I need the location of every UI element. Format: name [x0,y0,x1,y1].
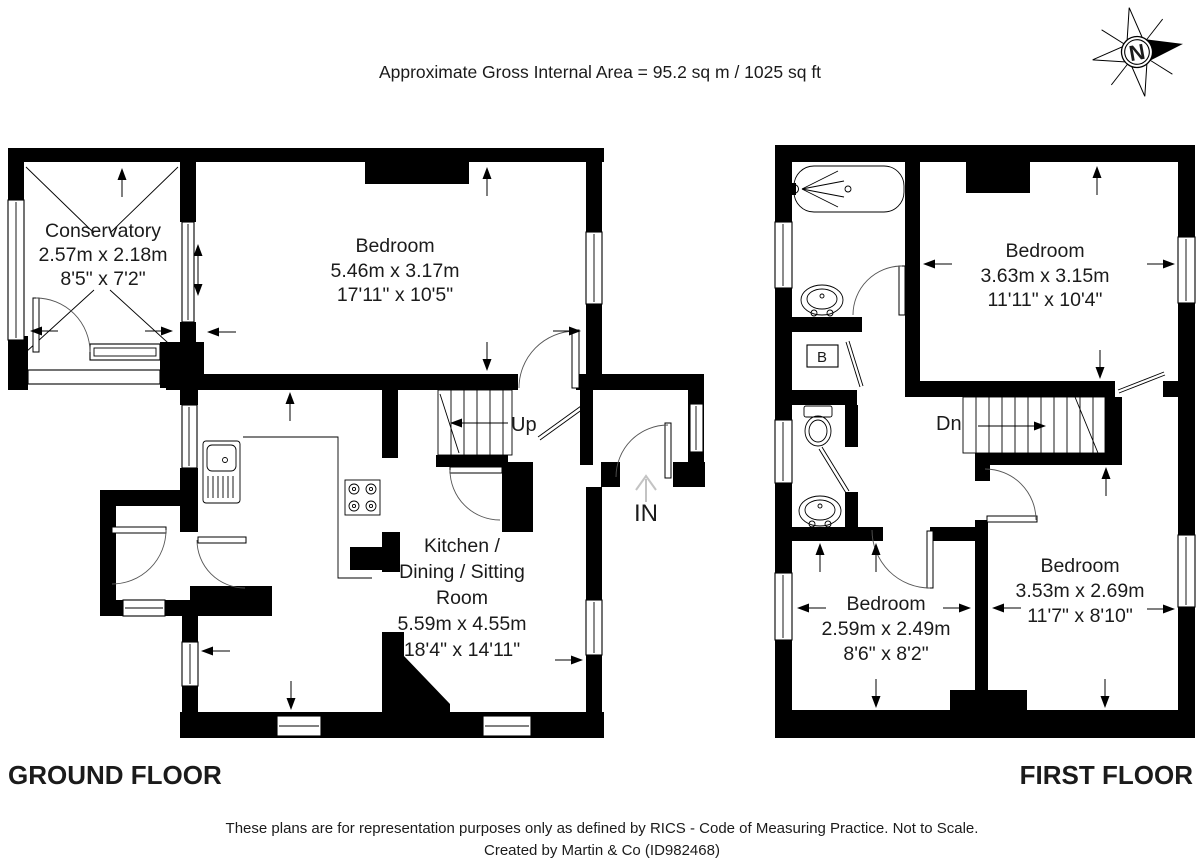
room-imperial: 11'7" x 8'10" [1027,605,1133,627]
room-metric: 3.63m x 3.15m [981,265,1110,287]
door-ajar [818,446,850,494]
first-floor-doors [818,265,1166,589]
door [852,265,906,316]
room-name: Kitchen / [424,535,500,557]
first-floor-plan: B [774,145,1196,790]
window [482,715,532,737]
gross-area-title: Approximate Gross Internal Area = 95.2 s… [379,62,821,82]
sink-icon [202,440,241,504]
front-door [615,422,672,479]
dimension-arrows-gf [30,167,583,710]
stairs-down [962,396,1106,454]
ff-bedroom-top-label: Bedroom 3.63m x 3.15m 11'11" x 10'4" [981,240,1110,311]
stairs-up-label: Up [511,414,537,436]
toilet-icon [803,405,833,447]
door [111,526,167,585]
wc-basin-icon [798,495,842,528]
disclaimer-text: These plans are for representation purpo… [226,820,979,837]
room-metric: 5.46m x 3.17m [331,260,460,282]
room-metric: 5.59m x 4.55m [398,613,527,635]
compass-north-label: N [1127,39,1147,66]
bath-icon [789,165,905,213]
conservatory-sill-window [27,343,161,385]
first-floor-walls [775,145,1195,738]
stairs-up [437,389,513,456]
room-imperial: 11'11" x 10'4" [988,289,1103,311]
gf-bedroom-label: Bedroom 5.46m x 3.17m 17'11" x 10'5" [331,235,460,306]
ground-floor-title: GROUND FLOOR [8,760,222,790]
window [122,599,166,617]
room-name: Conservatory [45,220,161,242]
window [774,419,793,484]
first-floor-windows [774,221,1196,641]
door [196,536,247,589]
room-metric: 2.57m x 2.18m [39,244,168,266]
door [984,468,1038,523]
door-ajar [537,405,584,441]
room-metric: 3.53m x 2.69m [1016,580,1145,602]
bathroom-basin-icon [800,284,844,317]
window [774,221,793,289]
room-imperial: 8'6" x 8'2" [843,643,928,665]
room-name: Room [436,587,488,609]
window [1177,236,1196,304]
door [871,529,934,589]
boiler-label: B [817,349,827,366]
boiler-cupboard: B [806,344,839,368]
first-floor-title: FIRST FLOOR [1020,760,1194,790]
dimension-arrows-ff [797,166,1175,708]
sliding-door-arrow [193,244,203,296]
stairs-dn-label: Dn [936,413,962,435]
window [276,715,322,737]
room-name: Bedroom [355,235,434,257]
credit-text: Created by Martin & Co (ID982468) [484,842,720,859]
window [585,231,603,305]
window [689,403,704,453]
door-ajar [1117,371,1166,394]
room-name: Bedroom [1040,555,1119,577]
ground-floor-plan: Conservatory 2.57m x 2.18m 8'5" x 7'2" B… [7,148,705,790]
room-name: Bedroom [846,593,925,615]
ground-floor-doors [32,297,672,589]
window [774,572,793,641]
window [7,199,25,341]
door [449,466,503,521]
window [181,641,199,687]
window [585,599,603,656]
ff-bedroom-right-label: Bedroom 3.53m x 2.69m 11'7" x 8'10" [1016,555,1145,627]
conservatory-label: Conservatory 2.57m x 2.18m 8'5" x 7'2" [39,220,168,290]
hob-icon [344,479,381,516]
room-name: Bedroom [1005,240,1084,262]
window [181,221,195,323]
room-metric: 2.59m x 2.49m [822,618,951,640]
kitchen-counter [243,436,372,579]
ff-bedroom-left-label: Bedroom 2.59m x 2.49m 8'6" x 8'2" [822,593,951,665]
kitchen-label: Kitchen / Dining / Sitting Room 5.59m x … [398,535,527,661]
door [518,329,580,389]
entrance-in-label: IN [634,500,658,527]
room-imperial: 8'5" x 7'2" [60,268,145,290]
ground-floor-windows [7,199,704,737]
room-name: Dining / Sitting [399,561,525,583]
chimney-breast [382,632,450,712]
door-ajar [845,340,864,388]
window [181,404,198,469]
window [1177,534,1196,608]
room-imperial: 17'11" x 10'5" [337,284,453,306]
entrance-arrow-icon [635,474,657,502]
door [32,297,91,353]
compass-icon: N [1092,7,1184,97]
room-imperial: 18'4" x 14'11" [404,639,520,661]
